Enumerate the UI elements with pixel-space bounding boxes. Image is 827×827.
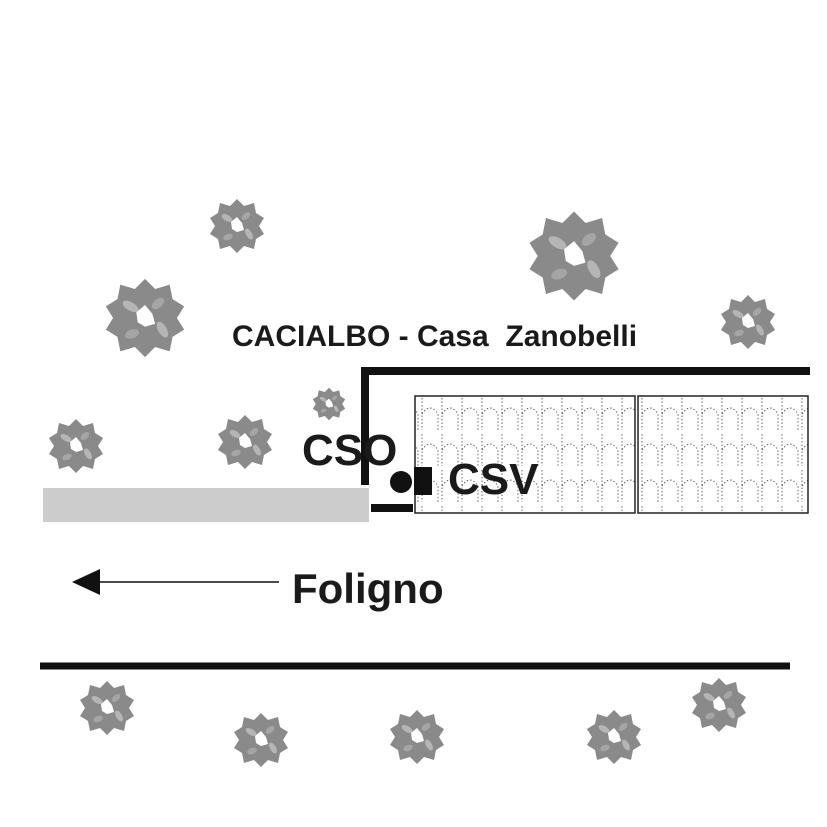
tree-canopy-icon xyxy=(210,199,264,253)
site-title: CACIALBO - Casa Zanobelli xyxy=(232,320,637,353)
tree-canopy-icon xyxy=(218,415,272,469)
tree-canopy-icon xyxy=(312,387,346,421)
tree-canopy-icon xyxy=(234,713,288,767)
tree-canopy-icon xyxy=(721,295,775,349)
building-wall xyxy=(361,367,810,485)
arrow-left-icon xyxy=(72,569,100,595)
tree-canopy-icon xyxy=(105,278,185,358)
tree-canopy-icon xyxy=(390,710,444,764)
tree-canopy-icon xyxy=(529,211,619,301)
label-csv: CSV xyxy=(448,455,539,504)
sensor-square-icon xyxy=(414,467,432,495)
tree-canopy-icon xyxy=(587,710,641,764)
sidewalk xyxy=(43,488,369,522)
tree-canopy-icon xyxy=(80,681,134,735)
vineyard-plot-left xyxy=(414,395,636,514)
tree-canopy-icon xyxy=(49,419,103,473)
label-cso: CSO xyxy=(302,426,397,475)
tree-canopy-icon xyxy=(692,678,746,732)
sensor-dot-icon xyxy=(390,471,412,493)
label-direction: Foligno xyxy=(292,565,444,612)
vineyard-plot-right xyxy=(637,395,809,514)
